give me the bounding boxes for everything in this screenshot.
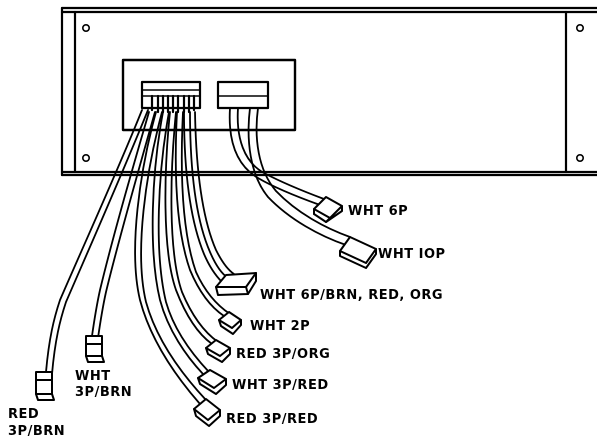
plug-wht-2p: [218, 311, 242, 335]
left-connector-block: [140, 80, 202, 114]
cable-wht-3p-red: [151, 111, 210, 375]
cable-red-3p-brn: [45, 109, 149, 375]
cable-wht-6p-brn-red-org: [183, 111, 235, 283]
label-wht-10p: WHT IOP: [378, 247, 446, 262]
chassis-panel: [60, 6, 597, 177]
plug-red-3p-brn: [35, 371, 55, 401]
label-red-3p-org: RED 3P/ORG: [236, 347, 331, 362]
label-wht-2p: WHT 2P: [250, 319, 311, 334]
plug-red-3p-org: [205, 339, 231, 363]
label-red-3p-brn-line1: RED: [8, 407, 40, 422]
cable-red-3p-org: [164, 111, 219, 345]
label-wht-3p-brn-line1: WHT: [75, 369, 111, 384]
plug-wht-6p-brn-red-org: [215, 272, 257, 296]
label-red-3p-brn-line2: 3P/BRN: [8, 424, 66, 439]
plug-wht-6p: [313, 196, 343, 223]
label-wht-6p: WHT 6P: [348, 204, 409, 219]
plug-wht-3p-red: [197, 369, 227, 395]
label-red-3p-red: RED 3P/RED: [226, 412, 319, 427]
plug-red-3p-red: [193, 398, 221, 427]
label-wht-6p-brn-red-org: WHT 6P/BRN, RED, ORG: [260, 288, 444, 303]
plug-wht-3p-brn: [85, 335, 105, 363]
mounting-holes: [82, 23, 584, 163]
right-connector-block: [216, 80, 270, 110]
cable-wht-10p: [247, 107, 351, 246]
cable-wht-3p-brn: [91, 111, 156, 339]
cable-red-3p-red: [134, 111, 207, 405]
connector-bracket: [121, 58, 297, 132]
cable-wht-2p: [174, 111, 231, 317]
plug-wht-10p: [339, 236, 377, 269]
cable-wht-6p: [228, 107, 325, 206]
label-wht-3p-brn-line2: 3P/BRN: [75, 385, 133, 400]
label-wht-3p-red: WHT 3P/RED: [232, 378, 329, 393]
